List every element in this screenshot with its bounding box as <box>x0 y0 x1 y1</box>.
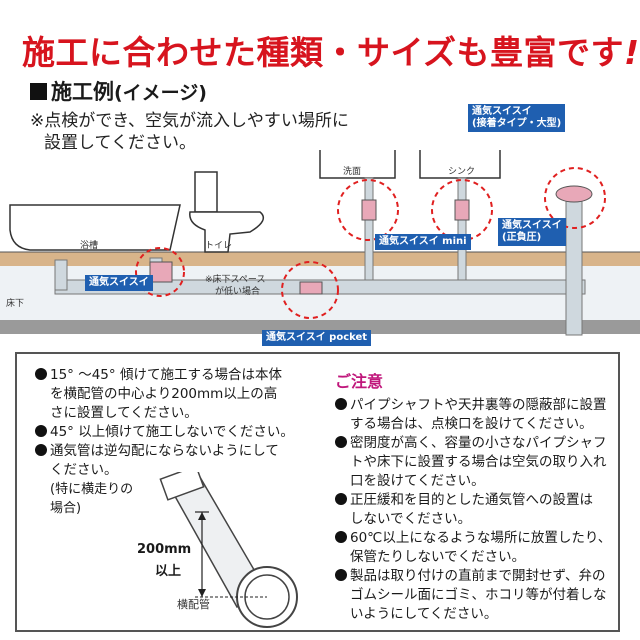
bullet-icon <box>335 493 347 505</box>
section-title-text: 施工例 <box>51 80 114 104</box>
caution-column: ご注意 パイプシャフトや天井裏等の隠蔽部に設置 する場合は、点検口を設けてくださ… <box>335 368 617 624</box>
headline-text: 施工に合わせた種類・サイズも豊富です <box>22 33 625 72</box>
label-low-space-2: が低い場合 <box>215 287 261 297</box>
washbasin-drain <box>364 177 374 289</box>
valve-top <box>159 472 205 501</box>
bathtub-shape <box>9 204 181 251</box>
headline: 施工に合わせた種類・サイズも豊富です! <box>22 26 639 72</box>
bullet-icon <box>35 444 47 456</box>
instruction-item-1: 15° ～45° 傾けて施工する場合は本体 を横配管の中心より200mm以上の高… <box>35 366 315 423</box>
caution-item-5: 製品は取り付けの直前まで開封せず、弁の ゴムシール面にゴミ、ホコリ等が付着しな … <box>335 567 617 624</box>
square-bullet-icon <box>30 83 47 100</box>
tag-pocket: 通気スイスイ pocket <box>262 330 372 346</box>
valve-positive <box>555 185 593 203</box>
valve-mini-2 <box>454 199 470 221</box>
section-title: 施工例(イメージ) <box>30 76 207 106</box>
floor-board <box>0 252 640 266</box>
caution-item-3: 正圧緩和を目的とした通気管への設置は しないでください。 <box>335 491 617 529</box>
valve-main <box>149 261 173 283</box>
dimension-value: 200mm <box>137 542 192 557</box>
washbasin-shape <box>319 150 396 179</box>
dimension-label: 以上 <box>155 564 182 579</box>
note-line-2: 設置してください。 <box>44 133 196 153</box>
caution-title: ご注意 <box>335 372 384 391</box>
instructions-column: 15° ～45° 傾けて施工する場合は本体 を横配管の中心より200mm以上の高… <box>35 366 315 518</box>
label-sink: シンク <box>448 167 476 177</box>
headline-exclaim: ! <box>624 33 640 72</box>
section-subtitle: (イメージ) <box>114 82 207 104</box>
caution-item-1: パイプシャフトや天井裏等の隠蔽部に設置 する場合は、点検口を設けてください。 <box>335 396 617 434</box>
bullet-icon <box>335 531 347 543</box>
valve-mini-1 <box>361 199 377 221</box>
angle-diagram <box>159 472 298 628</box>
valve-pocket <box>299 281 323 295</box>
tag-positive: 通気スイスイ (正負圧) <box>498 218 566 246</box>
caution-item-2: 密閉度が高く、容量の小さなパイプシャフ トや床下に設置する場合は空気の取り入れ … <box>335 434 617 491</box>
label-washbasin: 洗面 <box>343 167 362 177</box>
instruction-box: 15° ～45° 傾けて施工する場合は本体 を横配管の中心より200mm以上の高… <box>15 352 620 632</box>
pipe-label: 横配管 <box>177 598 210 611</box>
installation-diagram: 浴槽 トイレ 洗面 シンク 床下 ※床下スペース が低い場合 通気スイスイ 通気… <box>0 150 640 350</box>
label-bathtub: 浴槽 <box>80 241 99 251</box>
tag-large-line2: (接着タイプ・大型) <box>472 118 562 129</box>
caution-item-4: 60℃以上になるような場所に放置したり、 保管たりしないでください。 <box>335 529 617 567</box>
sink-drain <box>457 177 467 289</box>
toilet-bowl <box>189 211 265 253</box>
bullet-icon <box>335 436 347 448</box>
tag-positive-line1: 通気スイスイ <box>502 220 562 231</box>
tag-large: 通気スイスイ (接着タイプ・大型) <box>468 104 566 132</box>
instruction-item-2: 45° 以上傾けて施工しないでください。 <box>35 423 315 442</box>
bullet-icon <box>35 368 47 380</box>
bullet-icon <box>335 398 347 410</box>
label-toilet: トイレ <box>205 241 233 251</box>
toilet-tank <box>194 171 218 213</box>
instruction-item-3: 通気管は逆勾配にならないようにして ください。 (特に横走りの 場合) <box>35 442 315 518</box>
tag-mini: 通気スイスイ mini <box>375 234 471 250</box>
vertical-stack <box>565 189 583 336</box>
note-line-1: ※点検ができ、空気が流入しやすい場所に <box>30 111 349 131</box>
label-low-space-1: ※床下スペース <box>205 275 266 285</box>
label-floor: 床下 <box>6 299 25 309</box>
tag-positive-line2: (正負圧) <box>502 232 542 243</box>
ground-slab <box>0 320 640 334</box>
tag-main: 通気スイスイ <box>85 275 153 291</box>
bullet-icon <box>335 569 347 581</box>
bullet-icon <box>35 425 47 437</box>
tag-large-line1: 通気スイスイ <box>472 106 532 117</box>
